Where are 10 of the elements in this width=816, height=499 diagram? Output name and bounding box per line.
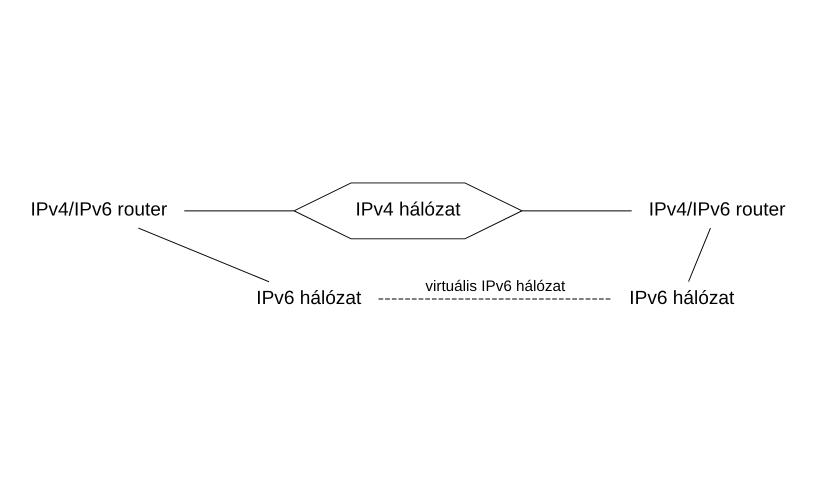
connector — [521, 210, 632, 212]
node-text: IPv6 hálózat — [629, 288, 734, 309]
node-text: IPv6 hálózat — [256, 288, 362, 309]
node-text: IPv4/IPv6 router — [30, 200, 168, 221]
node-text: IPv4/IPv6 router — [648, 200, 786, 221]
connector — [378, 298, 613, 300]
connector — [138, 228, 270, 282]
connector — [688, 228, 711, 282]
edge-label: virtuális IPv6 hálózat — [425, 278, 566, 296]
connector — [184, 210, 294, 212]
